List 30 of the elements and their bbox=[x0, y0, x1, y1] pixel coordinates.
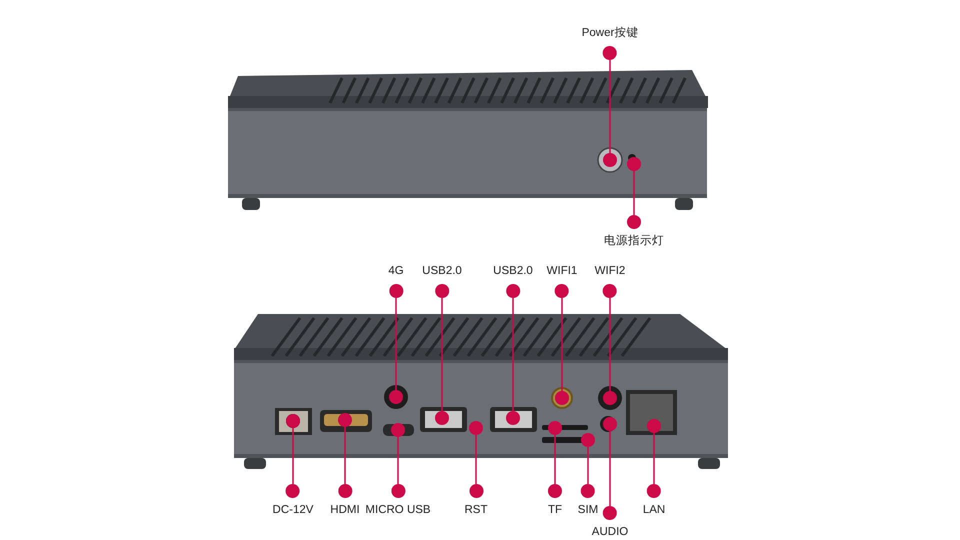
callout-label: TF bbox=[548, 504, 562, 517]
leader-line bbox=[548, 421, 562, 484]
leader-line bbox=[286, 414, 300, 484]
callout-label: USB2.0 bbox=[493, 265, 533, 278]
callout-label: RST bbox=[464, 504, 488, 517]
leader-line bbox=[603, 60, 617, 167]
callout-label: HDMI bbox=[330, 504, 360, 517]
leader-line bbox=[506, 298, 520, 425]
callout-label: DC-12V bbox=[272, 504, 314, 517]
callout-label: 电源指示灯 bbox=[604, 235, 664, 248]
leader-line bbox=[647, 419, 661, 484]
callout-label: SIM bbox=[578, 504, 598, 517]
callout-label: Power按键 bbox=[582, 27, 638, 40]
callout-label: LAN bbox=[642, 504, 666, 517]
leader-line bbox=[435, 298, 449, 425]
callout-label: 4G bbox=[388, 265, 404, 278]
leader-line bbox=[581, 433, 595, 484]
leader-line bbox=[603, 298, 617, 405]
leader-line bbox=[469, 421, 483, 484]
leader-line bbox=[555, 298, 569, 405]
callout-label: USB2.0 bbox=[422, 265, 462, 278]
callout-label: AUDIO bbox=[592, 526, 628, 539]
callout-label: MICRO USB bbox=[365, 504, 431, 517]
leader-line bbox=[391, 423, 405, 484]
leader-line bbox=[338, 413, 352, 484]
leader-line bbox=[389, 298, 403, 404]
callout-label: WIFI2 bbox=[594, 265, 626, 278]
leader-line bbox=[603, 417, 617, 506]
callout-label: WIFI1 bbox=[546, 265, 578, 278]
leader-line bbox=[627, 157, 641, 215]
